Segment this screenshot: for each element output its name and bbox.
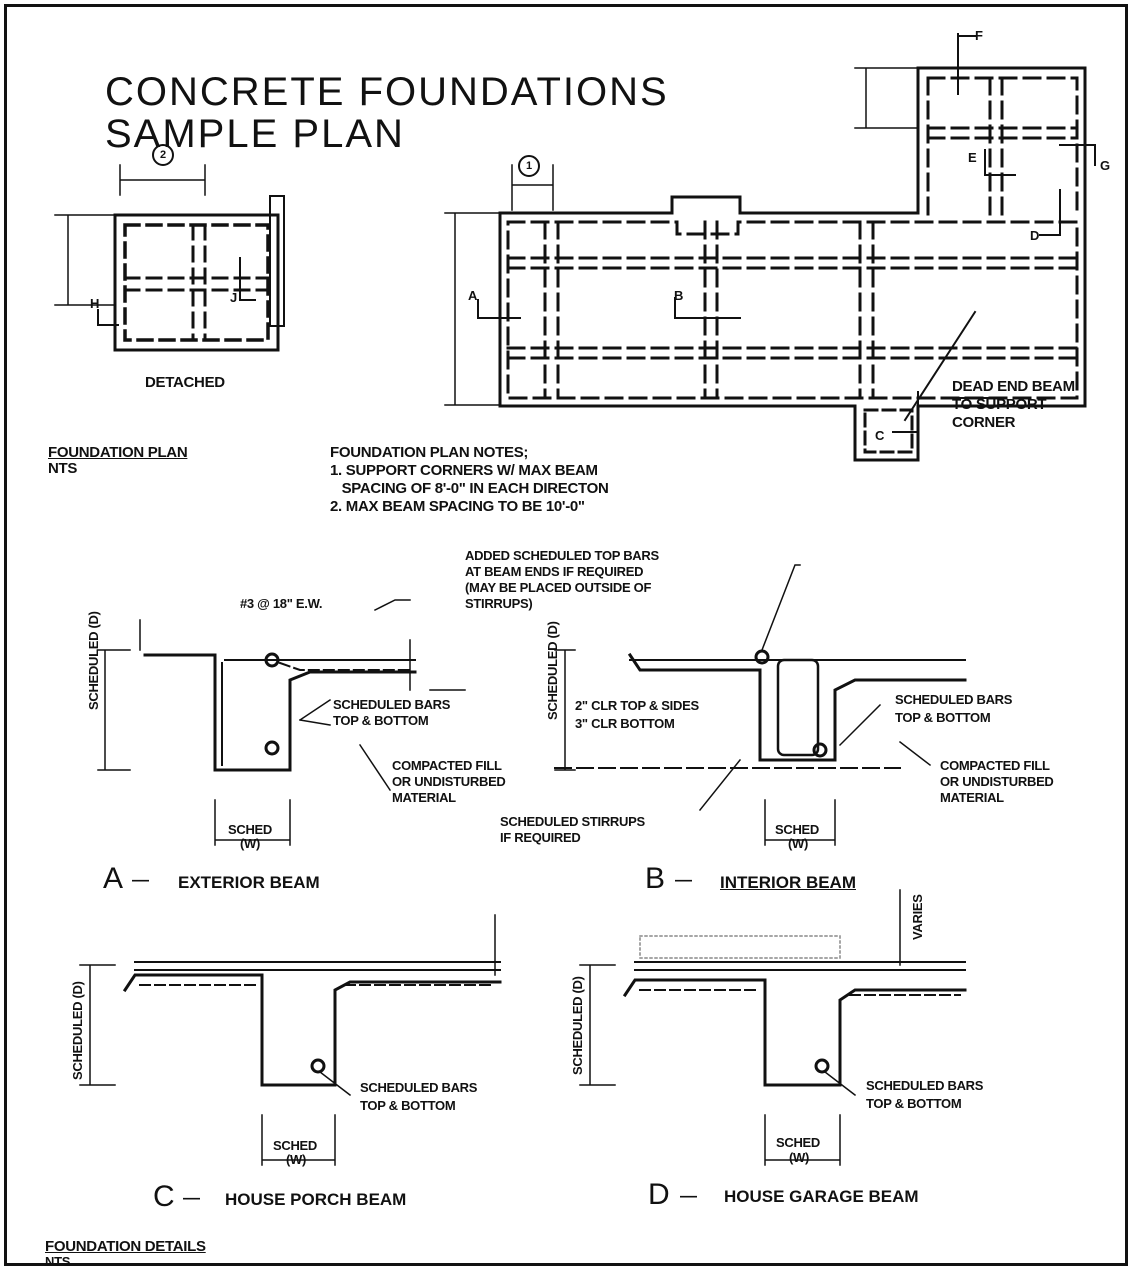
detail-c-width-label-1: SCHED bbox=[273, 1138, 318, 1153]
detail-b-scheduled-bars-2: TOP & BOTTOM bbox=[895, 710, 991, 725]
detail-b-fill-3: MATERIAL bbox=[940, 790, 1004, 805]
plan-note-2: 2. MAX BEAM SPACING TO BE 10'-0" bbox=[330, 498, 585, 515]
detail-d-caption: HOUSE GARAGE BEAM bbox=[724, 1187, 919, 1206]
detached-plan-outline bbox=[54, 164, 285, 352]
detail-d-section bbox=[579, 889, 967, 1166]
grid-tag-2: 2 bbox=[152, 144, 174, 166]
detail-d-caption-letter: D bbox=[648, 1178, 670, 1211]
detail-d-varies-label: VARIES bbox=[910, 894, 925, 940]
detail-c-caption: HOUSE PORCH BEAM bbox=[225, 1190, 407, 1209]
detail-b-width-label-2: (W) bbox=[788, 836, 809, 851]
section-mark-d: D bbox=[1030, 228, 1040, 243]
detail-b-caption-dash: — bbox=[675, 870, 692, 889]
main-plan-outline bbox=[444, 33, 1096, 462]
foundation-plan-heading: FOUNDATION PLAN bbox=[48, 444, 188, 461]
foundation-details-heading: FOUNDATION DETAILS bbox=[45, 1238, 206, 1255]
detail-c-scheduled-bars-2: TOP & BOTTOM bbox=[360, 1098, 456, 1113]
section-mark-f: F bbox=[975, 28, 983, 43]
detail-a-caption-dash: — bbox=[132, 870, 149, 889]
detail-a-fill-3: MATERIAL bbox=[392, 790, 456, 805]
detail-a-caption: EXTERIOR BEAM bbox=[178, 873, 320, 892]
detail-d-width-label-2: (W) bbox=[789, 1150, 810, 1165]
detail-a-section bbox=[97, 599, 466, 846]
detail-d-scheduled-bars-2: TOP & BOTTOM bbox=[866, 1096, 962, 1111]
detail-c-depth-label: SCHEDULED (D) bbox=[70, 981, 85, 1080]
detail-c-caption-dash: — bbox=[183, 1188, 200, 1207]
detail-b-depth-label: SCHEDULED (D) bbox=[545, 621, 560, 720]
detail-d-depth-label: SCHEDULED (D) bbox=[570, 976, 585, 1075]
detail-b-caption: INTERIOR BEAM bbox=[720, 873, 856, 892]
detached-label: DETACHED bbox=[145, 374, 225, 391]
dead-end-note-3: CORNER bbox=[952, 414, 1016, 431]
section-mark-b: B bbox=[674, 288, 684, 303]
detail-c-scheduled-bars-1: SCHEDULED BARS bbox=[360, 1080, 478, 1095]
added-bars-note-1: ADDED SCHEDULED TOP BARS bbox=[465, 548, 659, 563]
detail-c-caption-letter: C bbox=[153, 1180, 175, 1213]
detail-a-fill-2: OR UNDISTURBED bbox=[392, 774, 506, 789]
detail-a-rebar-note: #3 @ 18" E.W. bbox=[240, 596, 323, 611]
detail-a-depth-label: SCHEDULED (D) bbox=[86, 611, 101, 710]
foundation-plan-scale: NTS bbox=[48, 460, 78, 477]
detail-c-width-label-2: (W) bbox=[286, 1152, 307, 1167]
detail-b-section bbox=[554, 564, 967, 846]
added-bars-note-2: AT BEAM ENDS IF REQUIRED bbox=[465, 564, 644, 579]
section-mark-e: E bbox=[968, 150, 977, 165]
added-bars-note-4: STIRRUPS) bbox=[465, 596, 533, 611]
section-mark-g: G bbox=[1100, 158, 1110, 173]
detail-c-section bbox=[79, 914, 502, 1166]
detail-b-fill-2: OR UNDISTURBED bbox=[940, 774, 1054, 789]
detail-a-width-label-2: (W) bbox=[240, 836, 261, 851]
detail-b-clear-2: 3" CLR BOTTOM bbox=[575, 716, 675, 731]
detail-b-caption-letter: B bbox=[645, 862, 666, 895]
detail-b-clear-1: 2" CLR TOP & SIDES bbox=[575, 698, 699, 713]
detail-a-scheduled-bars-2: TOP & BOTTOM bbox=[333, 713, 429, 728]
plan-note-1-cont: SPACING OF 8'-0" IN EACH DIRECTON bbox=[330, 480, 609, 497]
title-line-1: CONCRETE FOUNDATIONS bbox=[105, 70, 669, 114]
detail-a-scheduled-bars-1: SCHEDULED BARS bbox=[333, 697, 451, 712]
section-mark-j: J bbox=[230, 290, 237, 305]
detail-b-scheduled-bars-1: SCHEDULED BARS bbox=[895, 692, 1013, 707]
section-mark-h: H bbox=[90, 296, 100, 311]
title-line-2: SAMPLE PLAN bbox=[105, 112, 405, 156]
grid-tag-1: 1 bbox=[518, 155, 540, 177]
added-bars-note-3: (MAY BE PLACED OUTSIDE OF bbox=[465, 580, 652, 595]
detail-b-fill-1: COMPACTED FILL bbox=[940, 758, 1050, 773]
detail-a-stirrups-1: SCHEDULED STIRRUPS bbox=[500, 814, 645, 829]
detail-b-width-label-1: SCHED bbox=[775, 822, 820, 837]
detail-d-caption-dash: — bbox=[680, 1186, 697, 1205]
plan-note-1: 1. SUPPORT CORNERS W/ MAX BEAM bbox=[330, 462, 598, 479]
dead-end-note-2: TO SUPPORT bbox=[952, 396, 1047, 413]
dead-end-note-1: DEAD END BEAM bbox=[952, 378, 1075, 395]
plan-notes-title: FOUNDATION PLAN NOTES; bbox=[330, 444, 529, 461]
detail-d-scheduled-bars-1: SCHEDULED BARS bbox=[866, 1078, 984, 1093]
detail-a-fill-1: COMPACTED FILL bbox=[392, 758, 502, 773]
detail-a-width-label-1: SCHED bbox=[228, 822, 273, 837]
detail-a-stirrups-2: IF REQUIRED bbox=[500, 830, 581, 845]
detail-d-width-label-1: SCHED bbox=[776, 1135, 821, 1150]
sheet-border bbox=[4, 4, 1128, 1266]
section-mark-c: C bbox=[875, 428, 885, 443]
section-mark-a: A bbox=[468, 288, 478, 303]
foundation-details-scale: NTS bbox=[45, 1254, 71, 1269]
detail-a-caption-letter: A bbox=[103, 862, 124, 895]
